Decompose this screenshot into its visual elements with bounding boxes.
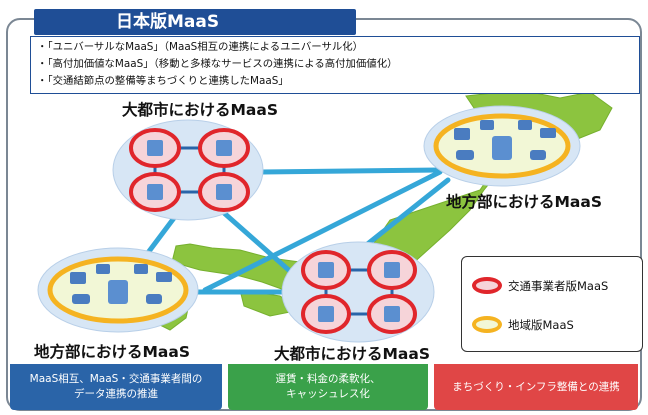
- label-metro-top: 大都市におけるMaaS: [122, 101, 279, 119]
- footer-data-linkage-line1: MaaS相互、MaaS・交通事業者間の: [29, 373, 203, 385]
- legend-item-regional: 地域版MaaS: [472, 316, 574, 333]
- key-point: ・「高付加価値なMaaS」（移動と多様なサービスの連携による高付加価値化）: [37, 58, 398, 70]
- regional-left-cluster: [37, 247, 199, 333]
- legend-label-regional: 地域版MaaS: [508, 317, 574, 332]
- metro-bottom-cluster: [281, 241, 435, 343]
- honshu-island: [171, 149, 501, 301]
- legend-item-operator: 交通事業者版MaaS: [472, 277, 608, 294]
- operator-ring-swatch: [472, 277, 502, 294]
- regional-right-cluster: [423, 105, 581, 187]
- label-metro-bottom: 大都市におけるMaaS: [274, 345, 431, 363]
- footer-data-linkage: MaaS相互、MaaS・交通事業者間の データ連携の推進: [10, 364, 222, 410]
- metro-top-cluster: [112, 119, 264, 221]
- link-metro-top-to-metro-bottom: [212, 202, 303, 283]
- footer-data-linkage-line2: データ連携の推進: [74, 388, 158, 400]
- regional-ring-swatch: [472, 316, 502, 333]
- diagram-title: 日本版MaaS: [34, 9, 356, 35]
- footer-fare-line2: キャッシュレス化: [286, 388, 370, 400]
- key-point: ・「ユニバーサルなMaaS」（MaaS相互の連携によるユニバーサル化）: [37, 41, 364, 53]
- legend: 交通事業者版MaaS 地域版MaaS: [461, 256, 643, 352]
- shikoku-island: [239, 289, 302, 317]
- label-regional-left: 地方部におけるMaaS: [34, 343, 191, 361]
- key-points-box: ・「ユニバーサルなMaaS」（MaaS相互の連携によるユニバーサル化） ・「高付…: [30, 36, 640, 94]
- key-point: ・「交通結節点の整備等まちづくりと連携したMaaS」: [37, 75, 289, 87]
- footer-town-planning: まちづくり・インフラ整備との連携: [434, 364, 638, 410]
- footer-fare-flexibility: 運賃・料金の柔軟化、 キャッシュレス化: [228, 364, 428, 410]
- smartphone-icon: [108, 280, 128, 304]
- smartphone-icon: [492, 136, 512, 160]
- label-regional-right: 地方部におけるMaaS: [446, 193, 603, 211]
- legend-label-operator: 交通事業者版MaaS: [508, 278, 609, 293]
- link-regional-left-to-regional-right: [202, 169, 443, 293]
- footer-fare-line1: 運賃・料金の柔軟化、: [275, 373, 381, 385]
- footer-town-line1: まちづくり・インフラ整備との連携: [452, 380, 620, 393]
- link-metro-bottom-to-regional-right: [357, 177, 451, 253]
- link-metro-top-to-regional-right: [259, 167, 443, 175]
